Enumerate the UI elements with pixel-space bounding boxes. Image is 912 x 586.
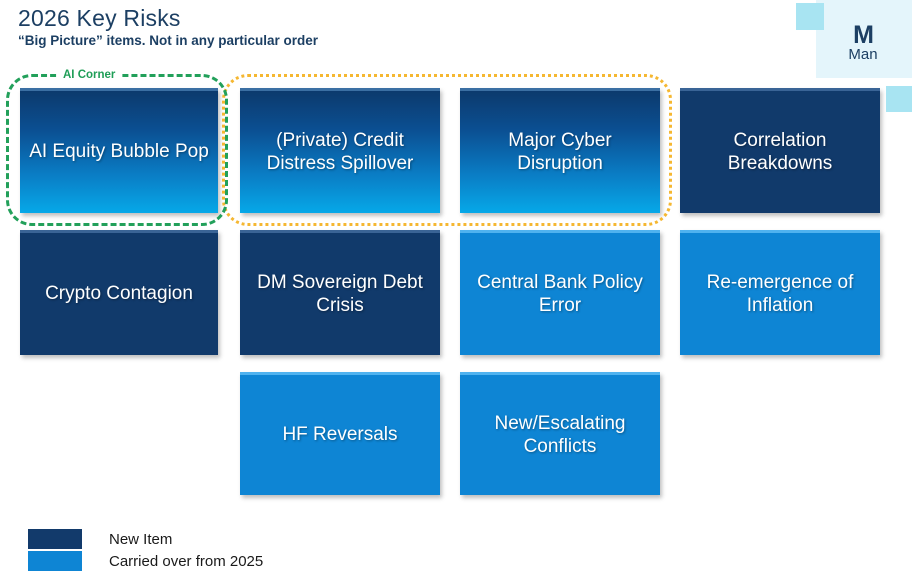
- risk-tile-label: HF Reversals: [282, 424, 398, 446]
- risk-tile-label: Crypto Contagion: [45, 283, 193, 305]
- risk-tile[interactable]: Central Bank Policy Error: [460, 230, 660, 355]
- legend-label: New Item: [109, 530, 173, 548]
- risk-tile[interactable]: (Private) Credit Distress Spillover: [240, 88, 440, 213]
- man-logo-wordmark: Man: [848, 45, 878, 63]
- ai-corner-highlight-frame: [6, 74, 228, 226]
- page-title: 2026 Key Risks: [18, 5, 181, 31]
- legend-row: New Item: [28, 528, 263, 550]
- page-subtitle: “Big Picture” items. Not in any particul…: [18, 33, 319, 48]
- risk-tile[interactable]: Major Cyber Disruption: [460, 88, 660, 213]
- risk-tile[interactable]: New/Escalating Conflicts: [460, 372, 660, 495]
- man-logo: M Man: [843, 21, 883, 63]
- risk-tile[interactable]: DM Sovereign Debt Crisis: [240, 230, 440, 355]
- legend-row: Carried over from 2025: [28, 550, 263, 572]
- risk-tile-label: Re-emergence of Inflation: [706, 271, 854, 316]
- risk-tile-label: AI Equity Bubble Pop: [29, 141, 209, 163]
- risk-tile[interactable]: Correlation Breakdowns: [680, 88, 880, 213]
- risk-tile-label: DM Sovereign Debt Crisis: [257, 271, 423, 316]
- brand-panel: [816, 0, 912, 78]
- ai-corner-label: AI Corner: [57, 69, 122, 82]
- risk-tile[interactable]: AI Equity Bubble Pop: [20, 88, 218, 213]
- risk-tile-label: Correlation Breakdowns: [727, 129, 833, 174]
- man-logo-mark: M: [853, 21, 874, 49]
- ai-theme-highlight-frame: [222, 74, 672, 226]
- risk-tile[interactable]: Crypto Contagion: [20, 230, 218, 355]
- risk-tile-label: Major Cyber Disruption: [508, 129, 612, 174]
- risk-tile[interactable]: HF Reversals: [240, 372, 440, 495]
- legend-swatch: [28, 529, 82, 549]
- brand-accent-square-top: [796, 3, 824, 30]
- risk-tile-label: (Private) Credit Distress Spillover: [266, 129, 414, 174]
- risk-tile-label: Central Bank Policy Error: [477, 271, 643, 316]
- brand-accent-square-bottom: [886, 86, 912, 112]
- risk-tile[interactable]: Re-emergence of Inflation: [680, 230, 880, 355]
- risk-tile-label: New/Escalating Conflicts: [494, 412, 626, 457]
- legend-label: Carried over from 2025: [109, 552, 264, 570]
- legend-swatch: [28, 551, 82, 571]
